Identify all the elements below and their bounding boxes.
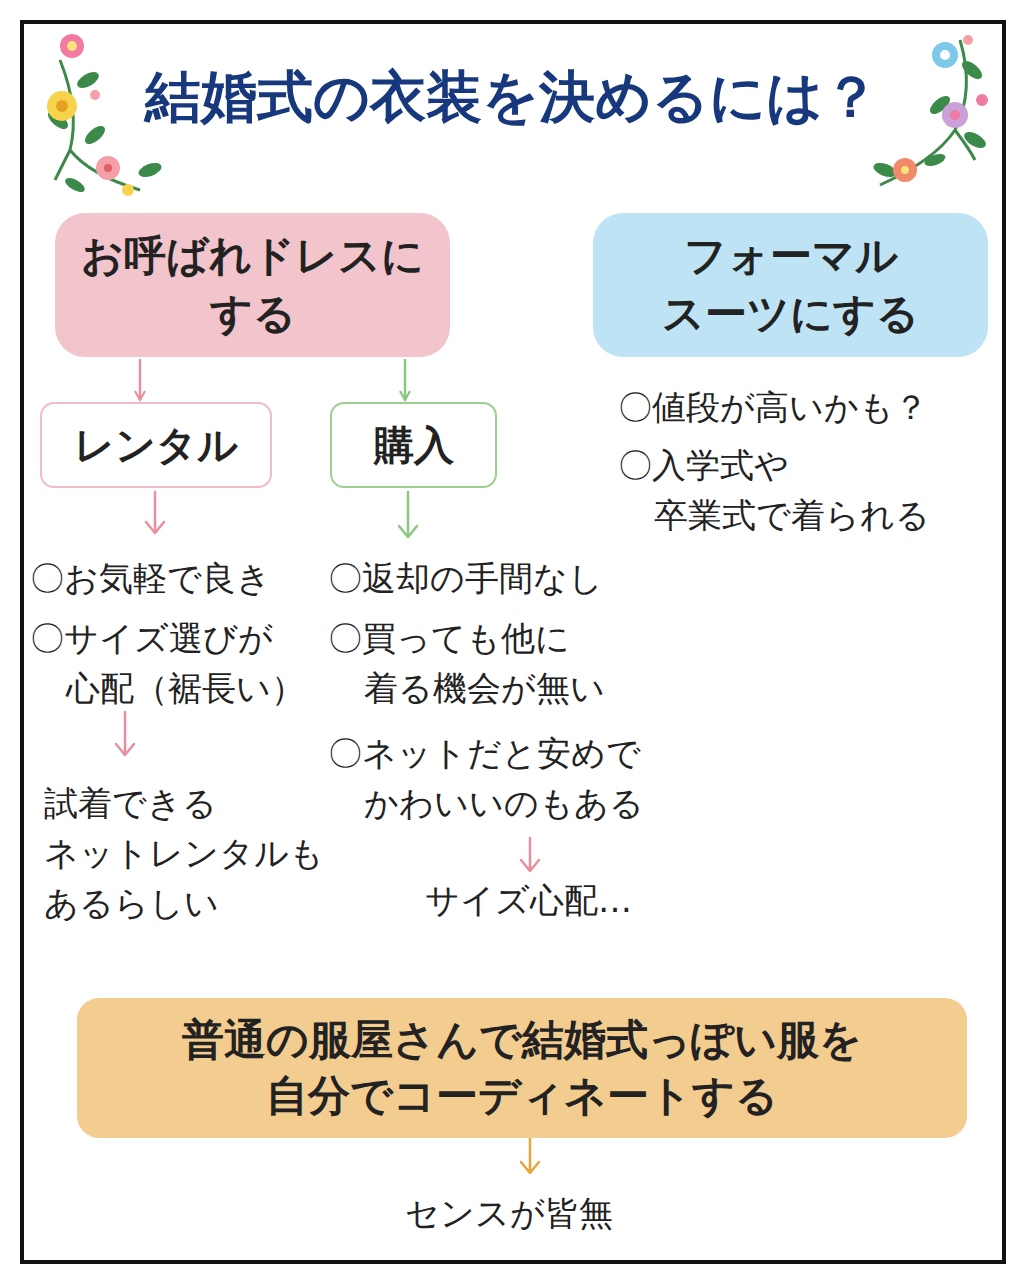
note-text: 試着できる ネットレンタルも あるらしい: [44, 778, 324, 928]
text-line: スーツにする: [662, 285, 919, 343]
text-line: 普通の服屋さんで結婚式っぽい服を: [182, 1012, 862, 1068]
note-text: センスが皆無: [405, 1188, 613, 1238]
box-label: 普通の服屋さんで結婚式っぽい服を 自分でコーディネートする: [182, 1012, 862, 1124]
text-line: 〇サイズ選びが: [30, 613, 305, 663]
box-label: フォーマル スーツにする: [662, 227, 919, 343]
text-line: 〇入学式や: [618, 440, 930, 490]
option-box: フォーマル スーツにする: [593, 213, 988, 357]
title: 結婚式の衣装を決めるには？: [0, 60, 1024, 136]
text-line: フォーマル: [662, 227, 919, 285]
option-box: 普通の服屋さんで結婚式っぽい服を 自分でコーディネートする: [77, 998, 967, 1138]
text-line: 卒業式で着られる: [618, 490, 930, 540]
text-line: 自分でコーディネートする: [182, 1068, 862, 1124]
leader-arrow: [399, 492, 417, 537]
note-text: 〇値段が高いかも？: [618, 382, 928, 432]
text-line: ネットレンタルも: [44, 828, 324, 878]
flowers-right: [872, 35, 989, 185]
text-line: する: [81, 285, 424, 343]
option-box: 購入: [330, 402, 497, 488]
text-line: 〇返却の手間なし: [328, 553, 603, 603]
note-text: 〇サイズ選びが 心配（裾長い）: [30, 613, 305, 713]
text-line: センスが皆無: [405, 1188, 613, 1238]
text-line: サイズ心配…: [425, 875, 632, 925]
leader-arrow: [116, 712, 134, 755]
text-line: レンタル: [74, 420, 238, 470]
box-label: レンタル: [74, 420, 238, 470]
leader-arrow: [521, 838, 539, 871]
text-line: 〇ネットだと安めで: [328, 728, 644, 778]
text-line: 〇買っても他に: [328, 613, 605, 663]
note-text: 〇お気軽で良き: [30, 553, 271, 603]
text-line: 〇値段が高いかも？: [618, 382, 928, 432]
text-line: 着る機会が無い: [328, 663, 605, 713]
text-line: 試着できる: [44, 778, 324, 828]
note-text: 〇返却の手間なし: [328, 553, 603, 603]
note-text: サイズ心配…: [425, 875, 632, 925]
flow-arrow: [404, 359, 407, 400]
text-line: 〇お気軽で良き: [30, 553, 271, 603]
flow-arrow: [139, 359, 142, 400]
box-label: お呼ばれドレスに する: [81, 227, 424, 343]
note-text: 〇買っても他に 着る機会が無い: [328, 613, 605, 713]
note-text: 〇ネットだと安めで かわいいのもある: [328, 728, 644, 828]
text-line: 心配（裾長い）: [30, 663, 305, 713]
option-box: レンタル: [40, 402, 272, 488]
text-line: お呼ばれドレスに: [81, 227, 424, 285]
leader-arrow: [146, 492, 164, 533]
option-box: お呼ばれドレスに する: [55, 213, 450, 357]
text-line: かわいいのもある: [328, 778, 644, 828]
frame-border: [22, 22, 1004, 1262]
box-label: 購入: [374, 420, 454, 470]
note-text: 〇入学式や 卒業式で着られる: [618, 440, 930, 540]
text-line: あるらしい: [44, 878, 324, 928]
text-line: 購入: [374, 420, 454, 470]
